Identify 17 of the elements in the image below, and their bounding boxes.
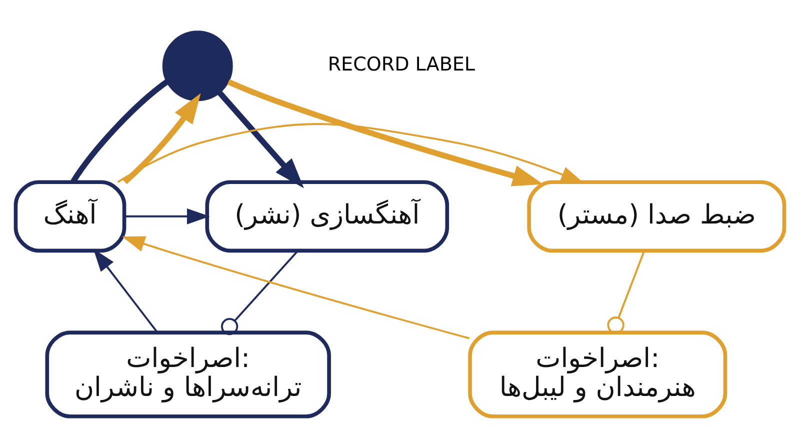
node-box: ضبط صدا (مستر)	[527, 180, 786, 252]
arrow	[217, 90, 304, 188]
arrow	[93, 248, 158, 332]
node-circle	[162, 30, 233, 101]
arrow	[227, 78, 544, 186]
node-box: آهنگ	[14, 180, 126, 252]
arrow	[117, 122, 584, 183]
arrow	[122, 236, 470, 339]
label: RECORD LABEL	[328, 53, 476, 76]
arrow	[122, 92, 201, 184]
connector	[607, 250, 646, 334]
connector	[221, 250, 298, 335]
node-box: آهنگسازی (نشر)	[205, 180, 450, 252]
node-box: اصراخوات: هنرمندان و لیبل‌ها	[468, 330, 728, 418]
connector	[70, 79, 169, 183]
arrow	[124, 208, 210, 224]
node-box: اصراخوات: ترانه‌سراها و ناشران	[45, 330, 331, 418]
